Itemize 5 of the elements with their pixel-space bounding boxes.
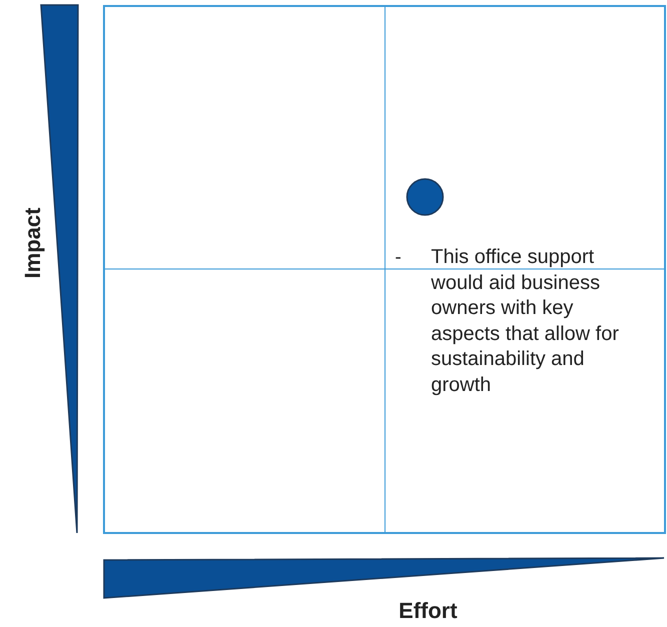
bullet-mark: - (395, 246, 402, 270)
axis-label: Impact (20, 206, 46, 280)
effort-scale-wedge (103, 557, 665, 599)
note-text: This office support would aid business owners with key aspects that allow for sustainability and growth (431, 245, 620, 398)
axis-label: Effort (398, 598, 458, 624)
